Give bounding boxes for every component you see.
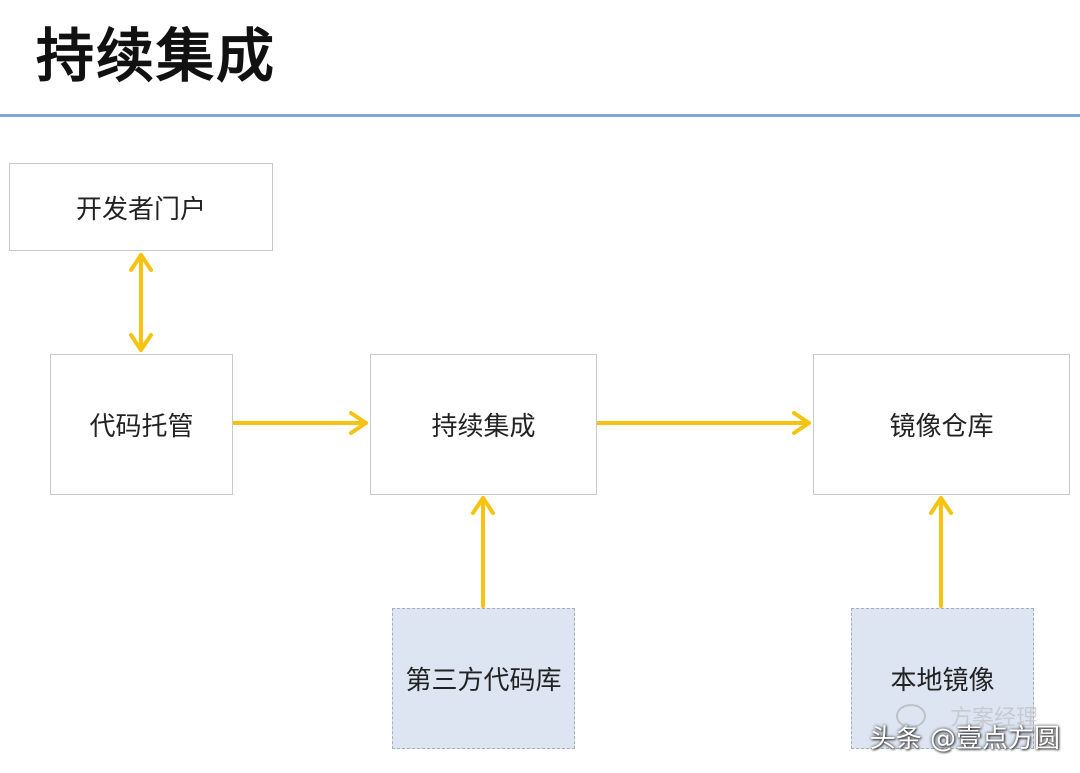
node-developer-portal: 开发者门户 — [9, 163, 273, 251]
wechat-icon — [896, 704, 926, 728]
page-title: 持续集成 — [36, 22, 277, 90]
node-third-party-repo: 第三方代码库 — [392, 608, 575, 749]
arrow-portal-code-hosting — [129, 253, 153, 352]
arrow-ci-to-registry — [595, 411, 811, 435]
watermark-main: 头条 @壹点方圆 — [869, 724, 1060, 754]
node-image-registry: 镜像仓库 — [813, 354, 1070, 495]
arrow-local-image-to-registry — [929, 496, 953, 608]
arrow-third-party-to-ci — [471, 496, 495, 608]
node-code-hosting: 代码托管 — [50, 354, 233, 495]
watermark: 方案经理 头条 @壹点方圆 — [869, 704, 1060, 755]
title-divider — [0, 114, 1080, 117]
node-continuous-integration: 持续集成 — [370, 354, 597, 495]
arrow-code-hosting-to-ci — [231, 411, 368, 435]
node-local-image: 本地镜像 — [851, 608, 1034, 749]
watermark-faint: 方案经理 — [949, 706, 1038, 731]
